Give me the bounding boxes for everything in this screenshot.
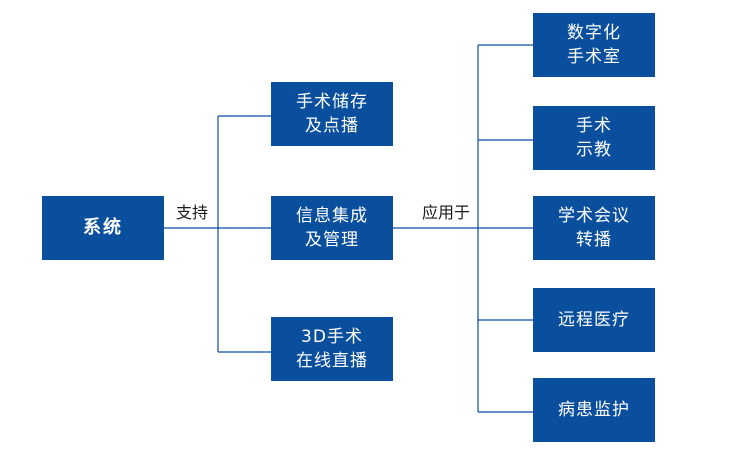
- right-node-conference-broadcast: 学术会议 转播: [533, 196, 655, 260]
- edge-label-apply: 应用于: [420, 203, 473, 223]
- middle-node-label: 手术储存 及点播: [296, 92, 368, 136]
- root-node-system: 系统: [42, 196, 164, 260]
- middle-node-storage-vod: 手术储存 及点播: [271, 82, 393, 146]
- right-node-label: 学术会议 转播: [558, 206, 630, 250]
- middle-node-3d-live: 3D手术 在线直播: [271, 317, 393, 381]
- right-node-surgery-teaching: 手术 示教: [533, 106, 655, 170]
- right-node-label: 远程医疗: [558, 310, 630, 330]
- right-node-label: 手术 示教: [576, 116, 612, 160]
- right-node-telemedicine: 远程医疗: [533, 288, 655, 352]
- edge-label-support: 支持: [174, 203, 211, 223]
- right-node-patient-monitoring: 病患监护: [533, 378, 655, 442]
- right-node-label: 数字化 手术室: [567, 23, 621, 67]
- right-node-digital-or: 数字化 手术室: [533, 13, 655, 77]
- root-node-label: 系统: [83, 217, 123, 238]
- middle-node-label: 3D手术 在线直播: [296, 327, 368, 371]
- middle-node-label: 信息集成 及管理: [296, 206, 368, 250]
- right-node-label: 病患监护: [558, 400, 630, 420]
- middle-node-info-integration: 信息集成 及管理: [271, 196, 393, 260]
